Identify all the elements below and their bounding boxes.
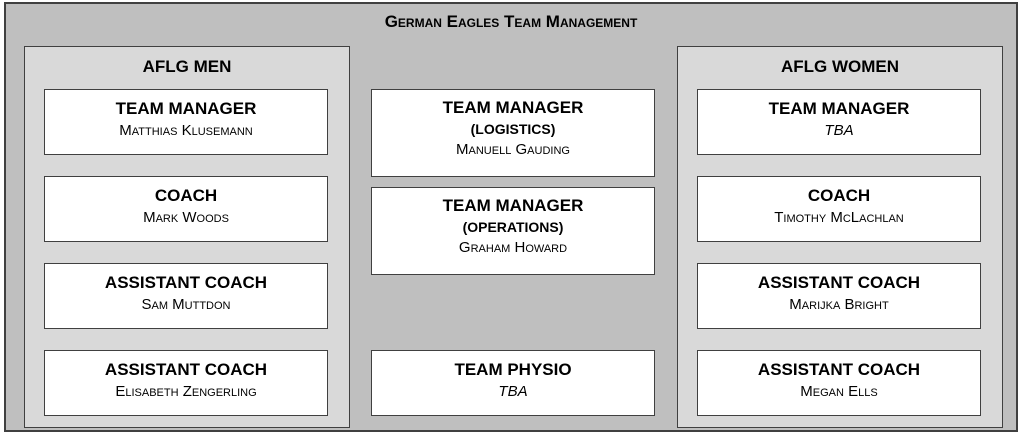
role-label: TEAM MANAGER (115, 99, 257, 118)
role-label: ASSISTANT COACH (104, 273, 268, 292)
role-label: ASSISTANT COACH (104, 360, 268, 379)
men-team-manager-box: TEAM MANAGER Matthias Klusemann (44, 89, 328, 155)
role-sublabel: (LOGISTICS) (470, 121, 556, 137)
chart-title: German Eagles Team Management (384, 12, 638, 31)
role-label: TEAM MANAGER (768, 99, 910, 118)
role-label: ASSISTANT COACH (757, 273, 921, 292)
person-name: Sam Muttdon (141, 296, 231, 313)
role-label: COACH (807, 186, 871, 205)
person-name: Graham Howard (458, 239, 568, 256)
person-name: Megan Ells (800, 383, 878, 400)
role-label: TEAM MANAGER (442, 196, 584, 215)
role-label: TEAM PHYSIO (454, 360, 572, 379)
women-assistant-coach-box-1: ASSISTANT COACH Marijka Bright (697, 263, 981, 329)
men-assistant-coach-box-1: ASSISTANT COACH Sam Muttdon (44, 263, 328, 329)
person-name: Mark Woods (143, 209, 229, 226)
men-panel-title: AFLG MEN (142, 57, 232, 76)
team-physio-box: TEAM PHYSIO TBA (371, 350, 655, 416)
women-team-manager-box: TEAM MANAGER TBA (697, 89, 981, 155)
women-panel-title: AFLG WOMEN (780, 57, 900, 76)
person-name: TBA (824, 122, 854, 139)
men-coach-box: COACH Mark Woods (44, 176, 328, 242)
team-manager-logistics-box: TEAM MANAGER (LOGISTICS) Manuell Gauding (371, 89, 655, 177)
role-sublabel: (OPERATIONS) (462, 219, 564, 235)
women-assistant-coach-box-2: ASSISTANT COACH Megan Ells (697, 350, 981, 416)
team-manager-operations-box: TEAM MANAGER (OPERATIONS) Graham Howard (371, 187, 655, 275)
person-name: Matthias Klusemann (119, 122, 253, 139)
person-name: TBA (498, 383, 528, 400)
women-coach-box: COACH Timothy McLachlan (697, 176, 981, 242)
men-assistant-coach-box-2: ASSISTANT COACH Elisabeth Zengerling (44, 350, 328, 416)
person-name: Manuell Gauding (456, 141, 570, 158)
role-label: TEAM MANAGER (442, 98, 584, 117)
person-name: Timothy McLachlan (774, 209, 904, 226)
role-label: ASSISTANT COACH (757, 360, 921, 379)
org-chart-frame: German Eagles Team Management AFLG MEN T… (4, 2, 1018, 432)
person-name: Marijka Bright (789, 296, 889, 313)
person-name: Elisabeth Zengerling (115, 383, 257, 400)
role-label: COACH (154, 186, 218, 205)
